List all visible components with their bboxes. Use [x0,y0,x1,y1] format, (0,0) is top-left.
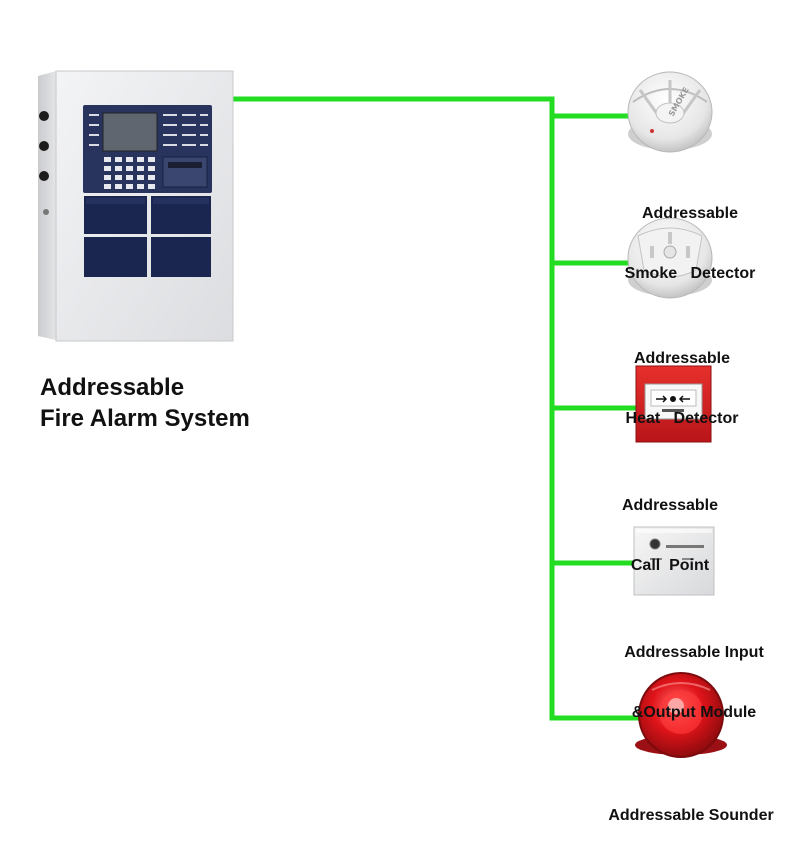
call-point-label-line1: Addressable [621,497,719,514]
io-module-icon [633,526,715,596]
call-point-icon [635,365,712,443]
system-diagram: SMOKE [38,70,727,758]
sounder-icon [635,672,727,758]
heat-detector-label-line1: Addressable [633,350,731,367]
smoke-detector-label-line2: Smoke Detector [624,265,756,282]
smoke-detector-label: Addressable Smoke Detector [610,164,770,304]
io-module-label-line2: &Output Module [631,704,757,721]
sounder-label: Addressable Sounder [596,766,786,846]
io-module-label-line1: Addressable Input [624,644,764,661]
sounder-label-line1: Addressable Sounder [608,807,774,824]
bus-wiring [233,96,643,721]
fire-alarm-control-panel-icon [38,70,234,342]
call-point-label-line2: Call Point [630,557,710,574]
io-module-label: Addressable Input &Output Module [604,603,784,743]
smoke-detector-label-line1: Addressable [641,205,739,222]
keypad-icon [104,157,155,189]
heat-detector-label: Addressable Heat Detector [602,309,762,449]
smoke-detector-icon: SMOKE [627,71,713,153]
system-title: Addressable Fire Alarm System [40,372,250,434]
heat-detector-label-line2: Heat Detector [625,410,739,427]
call-point-label: Addressable Call Point [590,456,750,596]
system-title-line1: Addressable [40,374,185,401]
system-title-line2: Fire Alarm System [40,405,250,432]
heat-detector-icon [627,217,713,299]
